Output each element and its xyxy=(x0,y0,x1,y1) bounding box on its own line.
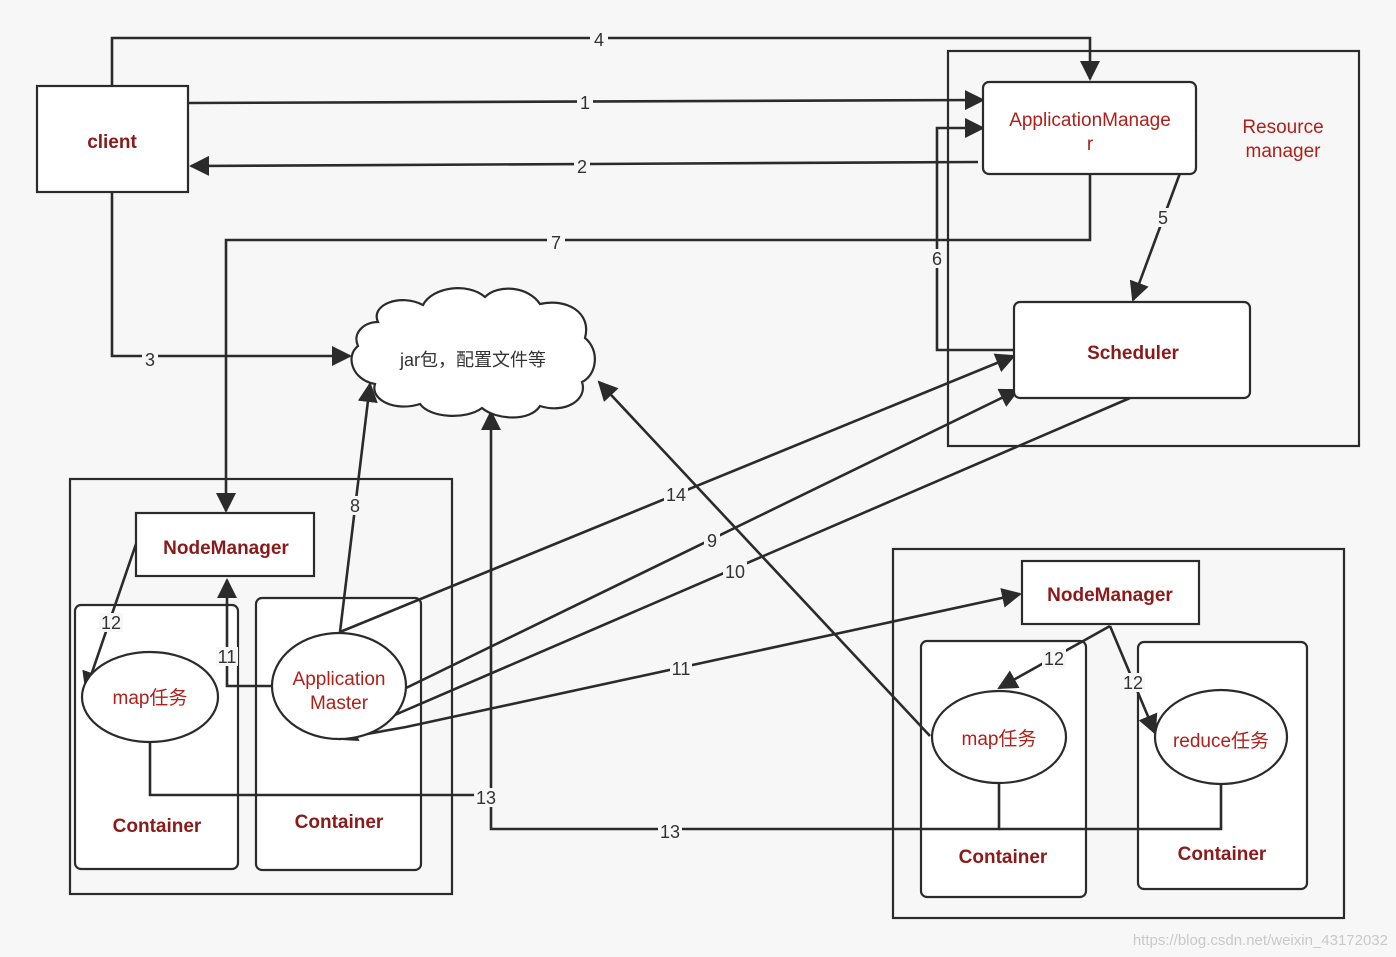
edge-13-left xyxy=(148,742,490,797)
application-master-node: Application Master xyxy=(270,631,408,741)
jar-config-cloud: jar包，配置文件等 xyxy=(350,287,596,419)
map-task-right-node: map任务 xyxy=(930,689,1068,785)
reduce-task-node: reduce任务 xyxy=(1153,688,1289,786)
edge-label-13-right: 13 xyxy=(660,822,680,842)
scheduler-box xyxy=(1012,300,1252,400)
edge-label-1: 1 xyxy=(580,93,590,113)
edge-label-14: 14 xyxy=(666,485,686,505)
edge-13-right-reduce xyxy=(999,784,1223,831)
resource-manager-group xyxy=(946,49,1361,448)
edge-label-12-left: 12 xyxy=(101,613,121,633)
edge-label-11-right: 11 xyxy=(672,659,691,679)
cloud-label: jar包，配置文件等 xyxy=(399,350,546,370)
scheduler-label: Scheduler xyxy=(1087,343,1179,364)
edge-label-4: 4 xyxy=(594,30,604,50)
edge-13-right xyxy=(481,410,1001,831)
application-manager-label-line1: ApplicationManage xyxy=(1009,110,1171,131)
node-left-group xyxy=(68,477,454,896)
edge-label-11-left: 11 xyxy=(218,647,237,667)
reduce-task-ellipse xyxy=(1153,688,1289,786)
edge-label-12-right-map: 12 xyxy=(1044,649,1064,669)
resource-manager-title: Resource manager xyxy=(1242,117,1323,162)
edge-label-8: 8 xyxy=(350,496,360,516)
edge-label-12-right-reduce: 12 xyxy=(1123,673,1143,693)
client-label: client xyxy=(87,132,137,153)
edge-label-13-left: 13 xyxy=(476,788,496,808)
edge-label-2: 2 xyxy=(577,157,587,177)
edge-labels: 4 1 2 3 7 5 6 8 14 9 10 11 11 12 12 12 1 xyxy=(99,30,1171,842)
resource-manager-label-line2: manager xyxy=(1246,141,1322,162)
application-manager-label-line2: r xyxy=(1087,134,1094,155)
edge-6 xyxy=(935,118,1014,352)
nodemanager-left-label: NodeManager xyxy=(163,538,289,559)
edge-11-left xyxy=(217,578,272,688)
application-master-label-line2: Master xyxy=(310,693,369,714)
application-manager-node: ApplicationManage r xyxy=(981,80,1198,176)
nodemanager-left-node: NodeManager xyxy=(134,511,316,578)
edge-3 xyxy=(110,192,352,366)
node-right-group xyxy=(891,547,1346,920)
edge-label-9: 9 xyxy=(707,531,717,551)
container-left-1-label: Container xyxy=(113,816,202,837)
application-master-label-line1: Application xyxy=(293,669,386,690)
application-manager-box xyxy=(981,80,1198,176)
edge-label-10: 10 xyxy=(725,562,745,582)
cloud-shape xyxy=(350,287,596,419)
watermark-text: https://blog.csdn.net/weixin_43172032 xyxy=(1133,932,1388,949)
container-right-2-label: Container xyxy=(1178,844,1267,865)
reduce-task-label: reduce任务 xyxy=(1173,730,1269,752)
map-task-left-node: map任务 xyxy=(80,650,220,744)
resource-manager-label-line1: Resource xyxy=(1242,117,1323,138)
map-task-right-label: map任务 xyxy=(962,728,1037,750)
client-node: client xyxy=(35,84,190,194)
edge-label-6: 6 xyxy=(932,249,942,269)
container-left-2-label: Container xyxy=(295,812,384,833)
nodemanager-right-label: NodeManager xyxy=(1047,585,1173,606)
nodemanager-right-box xyxy=(1020,559,1201,626)
application-master-ellipse xyxy=(270,631,408,741)
edge-7 xyxy=(216,175,1092,513)
map-task-left-ellipse xyxy=(80,650,220,744)
map-task-left-label: map任务 xyxy=(113,687,188,709)
container-right-1-label: Container xyxy=(959,847,1048,868)
map-task-right-ellipse xyxy=(930,689,1068,785)
client-box xyxy=(35,84,190,194)
edge-map-right-to-cloud xyxy=(597,380,931,737)
nodemanager-right-node: NodeManager xyxy=(1020,559,1201,626)
scheduler-node: Scheduler xyxy=(1012,300,1252,400)
edge-label-7: 7 xyxy=(551,233,561,253)
nodemanager-left-box xyxy=(134,511,316,578)
edge-label-3: 3 xyxy=(145,350,155,370)
edge-label-5: 5 xyxy=(1158,208,1168,228)
